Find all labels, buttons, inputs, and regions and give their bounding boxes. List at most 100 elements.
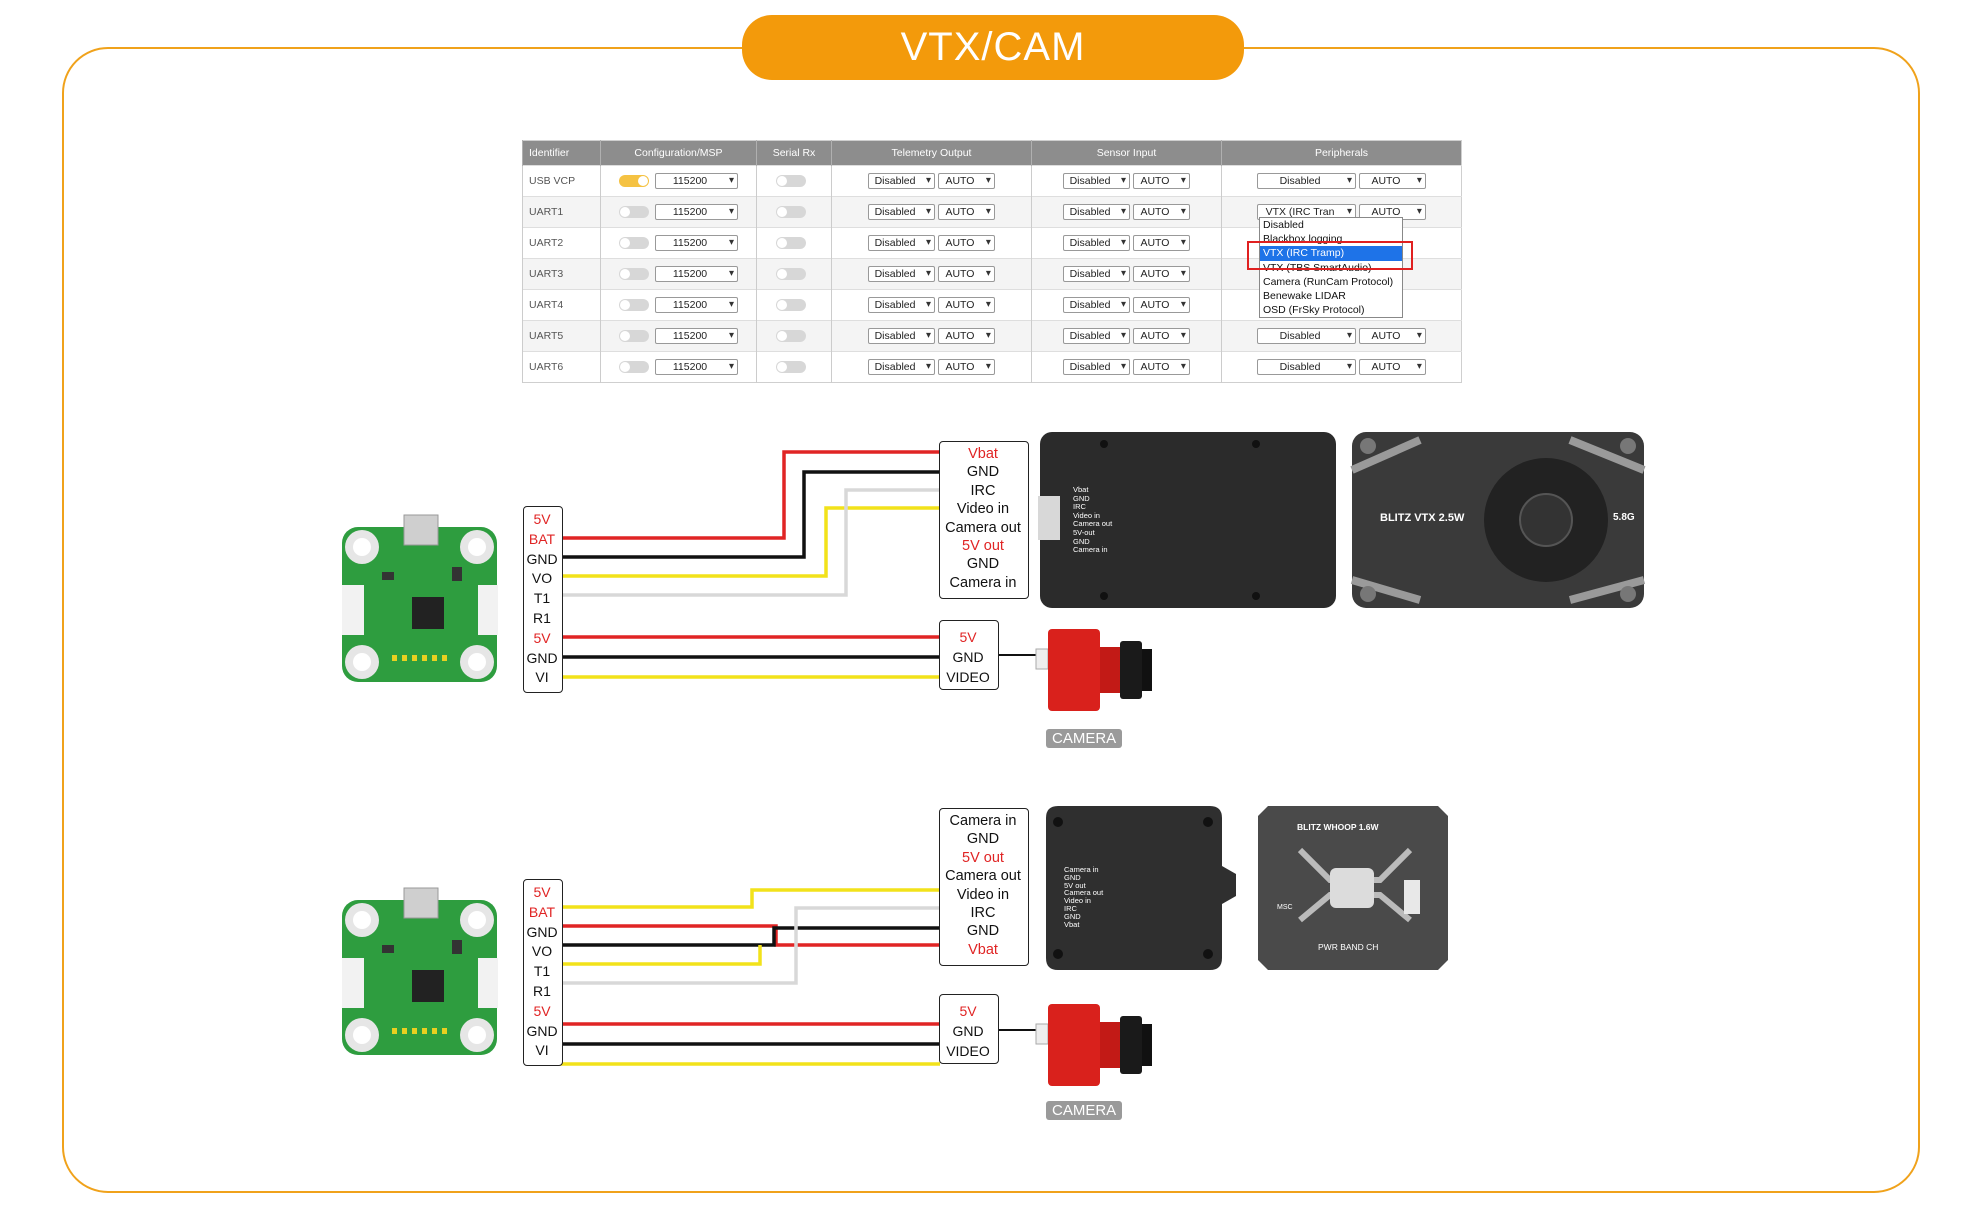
fc-pin-label: 5V [533, 1002, 551, 1019]
telemetry-baud-select[interactable]: AUTO [937, 173, 995, 189]
vtx-silkscreen-label: 5V out [1064, 880, 1086, 890]
peripherals-baud-select[interactable]: AUTO [1358, 328, 1426, 344]
sensor-baud-select[interactable]: AUTO [1132, 266, 1190, 282]
serial-rx-toggle[interactable] [776, 299, 806, 312]
sensor-baud-select[interactable]: AUTO [1132, 235, 1190, 251]
msp-baud-select[interactable]: 115200 [655, 204, 738, 220]
vtx-pin-label: Video in [956, 501, 1010, 518]
fc-pin-label: 5V [533, 511, 551, 527]
telemetry-baud-select[interactable]: AUTO [937, 359, 995, 375]
vtx-pin-label: GND [966, 923, 1000, 940]
msp-baud-select[interactable]: 115200 [655, 173, 738, 189]
vtx-pin-label: Vbat [968, 446, 998, 462]
serial-rx-toggle[interactable] [776, 237, 806, 250]
peripherals-select[interactable]: Disabled [1257, 328, 1357, 344]
peripherals-select[interactable]: Disabled [1257, 359, 1357, 375]
serial-rx-toggle[interactable] [776, 268, 806, 281]
vtx-silkscreen-label: GND [1073, 536, 1090, 546]
sensor-select[interactable]: Disabled [1063, 266, 1131, 282]
sensor-select[interactable]: Disabled [1063, 328, 1131, 344]
header-telemetry: Telemetry Output [831, 140, 1032, 166]
msp-toggle[interactable] [619, 330, 649, 342]
vtx-silkscreen-label: 5V-out [1073, 528, 1095, 537]
msp-toggle[interactable] [619, 237, 649, 249]
vtx-pin-label: 5V out [962, 538, 1004, 554]
sensor-baud-select[interactable]: AUTO [1132, 359, 1190, 375]
ports-table: Identifier Configuration/MSP Serial Rx T… [522, 140, 1462, 383]
msp-baud-select[interactable]: 115200 [655, 266, 738, 282]
sensor-select[interactable]: Disabled [1063, 297, 1131, 313]
telemetry-select[interactable]: Disabled [868, 328, 936, 344]
table-row: UART5115200Disabled AUTODisabled AUTODis… [522, 320, 1462, 352]
port-identifier: UART6 [522, 351, 601, 383]
telemetry-baud-select[interactable]: AUTO [937, 266, 995, 282]
sensor-baud-select[interactable]: AUTO [1132, 297, 1190, 313]
vtx-pin-label: Vbat [968, 941, 998, 958]
dropdown-option[interactable]: Camera (RunCam Protocol) [1263, 275, 1394, 288]
port-identifier: USB VCP [522, 165, 601, 197]
telemetry-baud-select[interactable]: AUTO [937, 328, 995, 344]
msp-toggle[interactable] [619, 206, 649, 218]
msp-baud-select[interactable]: 115200 [655, 328, 738, 344]
sensor-baud-select[interactable]: AUTO [1132, 328, 1190, 344]
telemetry-select[interactable]: Disabled [868, 297, 936, 313]
telemetry-baud-select[interactable]: AUTO [937, 204, 995, 220]
vtx-pin-label: IRC [970, 905, 996, 921]
telemetry-select[interactable]: Disabled [868, 204, 936, 220]
sensor-select[interactable]: Disabled [1063, 359, 1131, 375]
serial-rx-toggle[interactable] [776, 175, 806, 188]
vtx-silkscreen-label: IRC [1073, 502, 1086, 512]
dropdown-option[interactable]: VTX (TBS SmartAudio) [1263, 261, 1372, 274]
serial-rx-toggle[interactable] [776, 206, 806, 219]
vtx-pin-label: Camera out [945, 868, 1021, 885]
sensor-select[interactable]: Disabled [1063, 173, 1131, 189]
dropdown-option[interactable]: VTX (IRC Tramp) [1260, 246, 1402, 261]
fc-pin-label: VI [535, 669, 549, 686]
msp-toggle[interactable] [619, 268, 649, 280]
msp-toggle[interactable] [619, 361, 649, 373]
msp-baud-select[interactable]: 115200 [655, 235, 738, 251]
telemetry-select[interactable]: Disabled [868, 266, 936, 282]
dropdown-option[interactable]: Disabled [1263, 219, 1304, 231]
peripherals-select[interactable]: Disabled [1257, 173, 1357, 189]
serial-rx-toggle[interactable] [776, 361, 806, 374]
telemetry-select[interactable]: Disabled [868, 173, 936, 189]
vtx-silkscreen-label: Camera in [1073, 545, 1108, 555]
fc-pin-label: 5V [533, 629, 551, 646]
fc-pin-label: VO [531, 943, 553, 960]
peripherals-baud-select[interactable]: AUTO [1358, 359, 1426, 375]
msp-baud-select[interactable]: 115200 [655, 297, 738, 313]
vtx-silkscreen-label: Video in [1073, 510, 1100, 520]
dropdown-option[interactable]: Benewake LIDAR [1263, 289, 1346, 302]
dropdown-option[interactable]: OSD (FrSky Protocol) [1263, 304, 1365, 317]
msp-toggle[interactable] [619, 175, 649, 187]
sensor-baud-select[interactable]: AUTO [1132, 204, 1190, 220]
vtx-silkscreen-label: Vbat [1073, 485, 1089, 494]
telemetry-select[interactable]: Disabled [868, 359, 936, 375]
msp-baud-select[interactable]: 115200 [655, 359, 738, 375]
vtx-pin-header-1 [939, 441, 1029, 599]
header-serial-rx: Serial Rx [756, 140, 832, 166]
highlight-box [1247, 241, 1413, 270]
vtx-pin-header-2 [939, 808, 1029, 966]
vtx-pin-label: GND [966, 464, 1000, 481]
telemetry-select[interactable]: Disabled [868, 235, 936, 251]
msp-toggle[interactable] [619, 299, 649, 311]
fc-pin-label: GND [526, 649, 558, 666]
serial-rx-toggle[interactable] [776, 330, 806, 343]
telemetry-baud-select[interactable]: AUTO [937, 297, 995, 313]
table-row: UART1115200Disabled AUTODisabled AUTOVTX… [522, 196, 1462, 228]
cam-pin-label: GND [952, 1023, 984, 1039]
port-identifier: UART2 [522, 227, 601, 259]
sensor-select[interactable]: Disabled [1063, 235, 1131, 251]
cam-pin-label: VIDEO [946, 669, 990, 685]
sensor-select[interactable]: Disabled [1063, 204, 1131, 220]
telemetry-baud-select[interactable]: AUTO [937, 235, 995, 251]
sensor-baud-select[interactable]: AUTO [1132, 173, 1190, 189]
vtx-band-1: 5.8G [1613, 512, 1635, 523]
port-identifier: UART4 [522, 289, 601, 321]
peripherals-baud-select[interactable]: AUTO [1358, 173, 1426, 189]
table-row: UART4115200Disabled AUTODisabled AUTO [522, 289, 1462, 321]
vtx-name-1: BLITZ VTX 2.5W [1380, 512, 1465, 524]
